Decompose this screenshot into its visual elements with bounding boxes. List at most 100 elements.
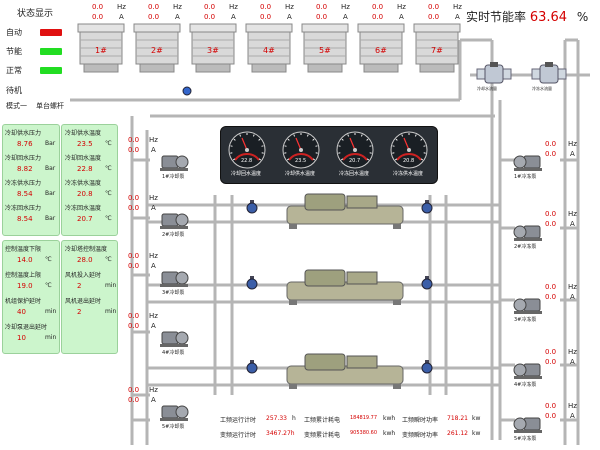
temperature-gauge [228,131,266,169]
valve-icon[interactable] [245,200,259,214]
param-value: 8.76 [17,140,33,148]
stat-label: 工频运行计时 [220,417,257,424]
valve-icon[interactable] [245,360,259,374]
tower-a-value: 0.0 [316,13,328,21]
cooling-pump[interactable] [160,326,190,348]
pump-a-value: 0.0 [545,412,557,420]
param-unit: ℃ [45,282,52,289]
cooling-tower-icon [77,23,125,73]
cooling-pump[interactable] [160,150,190,172]
pump-hz-value: 0.0 [128,194,140,202]
param-value: 20.7 [77,215,93,223]
tower-a-value: 0.0 [372,13,384,21]
tower-a-value: 0.0 [92,13,104,21]
chilled-pump[interactable] [512,412,542,434]
chilled-pump[interactable] [512,293,542,315]
stat-unit: kw [472,430,481,437]
param-value: 22.8 [77,165,93,173]
gauge-label: 冷却供水温度 [285,171,316,177]
cooling-tower[interactable] [412,22,462,74]
chilled-pump[interactable] [512,358,542,380]
cooling-tower[interactable] [300,22,350,74]
gauge-value: 20.8 [403,158,415,164]
valve-icon[interactable] [245,276,259,290]
cooling-tower-icon [245,23,293,73]
status-panel: 状态显示 自动 节能 正常 待机 模式一 单台螺杆 [2,2,72,114]
tower-hz-unit: Hz [285,3,294,11]
status-lamp-energy [40,48,62,55]
cooling-tower[interactable] [76,22,126,74]
gauge-label: 冷却回水温度 [231,171,262,177]
status-lamp-normal [40,67,62,74]
cooling-pump[interactable] [160,208,190,230]
tower-a-unit: A [287,13,292,21]
tower-label: 6# [375,46,387,55]
temperature-gauge [390,131,428,169]
param-label: 风机退出延时 [65,298,102,305]
pump-a-value: 0.0 [128,204,140,212]
cooling-tower[interactable] [356,22,406,74]
chilled-pump[interactable] [512,150,542,172]
param-unit: min [105,308,117,315]
valve-icon[interactable] [420,360,434,374]
param-value: 20.8 [77,190,93,198]
gauge-dial-icon [390,131,428,169]
param-label: 冷冻回水压力 [5,205,42,212]
flow-meter-icon [476,62,512,84]
pump-icon [513,155,542,171]
pump-a-unit: A [151,146,156,154]
pump-a-unit: A [151,262,156,270]
screw-chiller[interactable] [285,352,405,390]
valve-icon[interactable] [420,276,434,290]
tower-label: 2# [151,46,163,55]
cooling-tower-icon [413,23,461,73]
pump-icon [513,298,542,314]
valve-icon[interactable] [420,200,434,214]
pump-hz-unit: Hz [568,283,577,291]
status-title: 状态显示 [17,9,54,19]
gauge-value: 23.5 [295,158,307,164]
stat-value: 718.21 [447,415,468,422]
temperature-gauge [282,131,320,169]
pump-label: 1#冷冻泵 [514,174,537,180]
stat-value: 184819.77 [350,415,378,421]
stat-unit: h [292,415,296,422]
tower-hz-value: 0.0 [428,3,440,11]
pump-label: 4#冷冻泵 [514,382,537,388]
pump-a-value: 0.0 [545,358,557,366]
param-unit: min [45,334,57,341]
chiller-icon [286,193,404,229]
tower-a-value: 0.0 [204,13,216,21]
pump-a-unit: A [151,322,156,330]
cooling-tower[interactable] [132,22,182,74]
tower-hz-value: 0.0 [372,3,384,11]
param-unit: ℃ [105,140,112,147]
chilled-pump[interactable] [512,220,542,242]
param-label: 机组保护延时 [5,298,42,305]
cooling-tower[interactable] [244,22,294,74]
pump-hz-unit: Hz [568,140,577,148]
param-unit: Bar [45,140,56,147]
cooling-tower[interactable] [188,22,238,74]
cooling-pump[interactable] [160,400,190,422]
param-label: 冷冻回水温度 [65,205,102,212]
param-label: 冷却供水压力 [5,130,42,137]
tower-hz-unit: Hz [453,3,462,11]
cooling-pump[interactable] [160,266,190,288]
tower-hz-unit: Hz [173,3,182,11]
pump-hz-value: 0.0 [128,386,140,394]
pump-icon [160,271,189,287]
screw-chiller[interactable] [285,192,405,230]
param-unit: ℃ [105,165,112,172]
mode-label: 模式一 [6,102,27,110]
pump-hz-value: 0.0 [128,252,140,260]
param-label: 冷却供水温度 [65,130,102,137]
valve-icon[interactable] [182,86,192,96]
stat-label: 变频瞬时功率 [402,432,439,439]
pump-a-unit: A [570,293,575,301]
pump-icon [160,331,189,347]
param-unit: Bar [45,190,56,197]
pump-a-value: 0.0 [128,396,140,404]
tower-hz-value: 0.0 [260,3,272,11]
screw-chiller[interactable] [285,268,405,306]
